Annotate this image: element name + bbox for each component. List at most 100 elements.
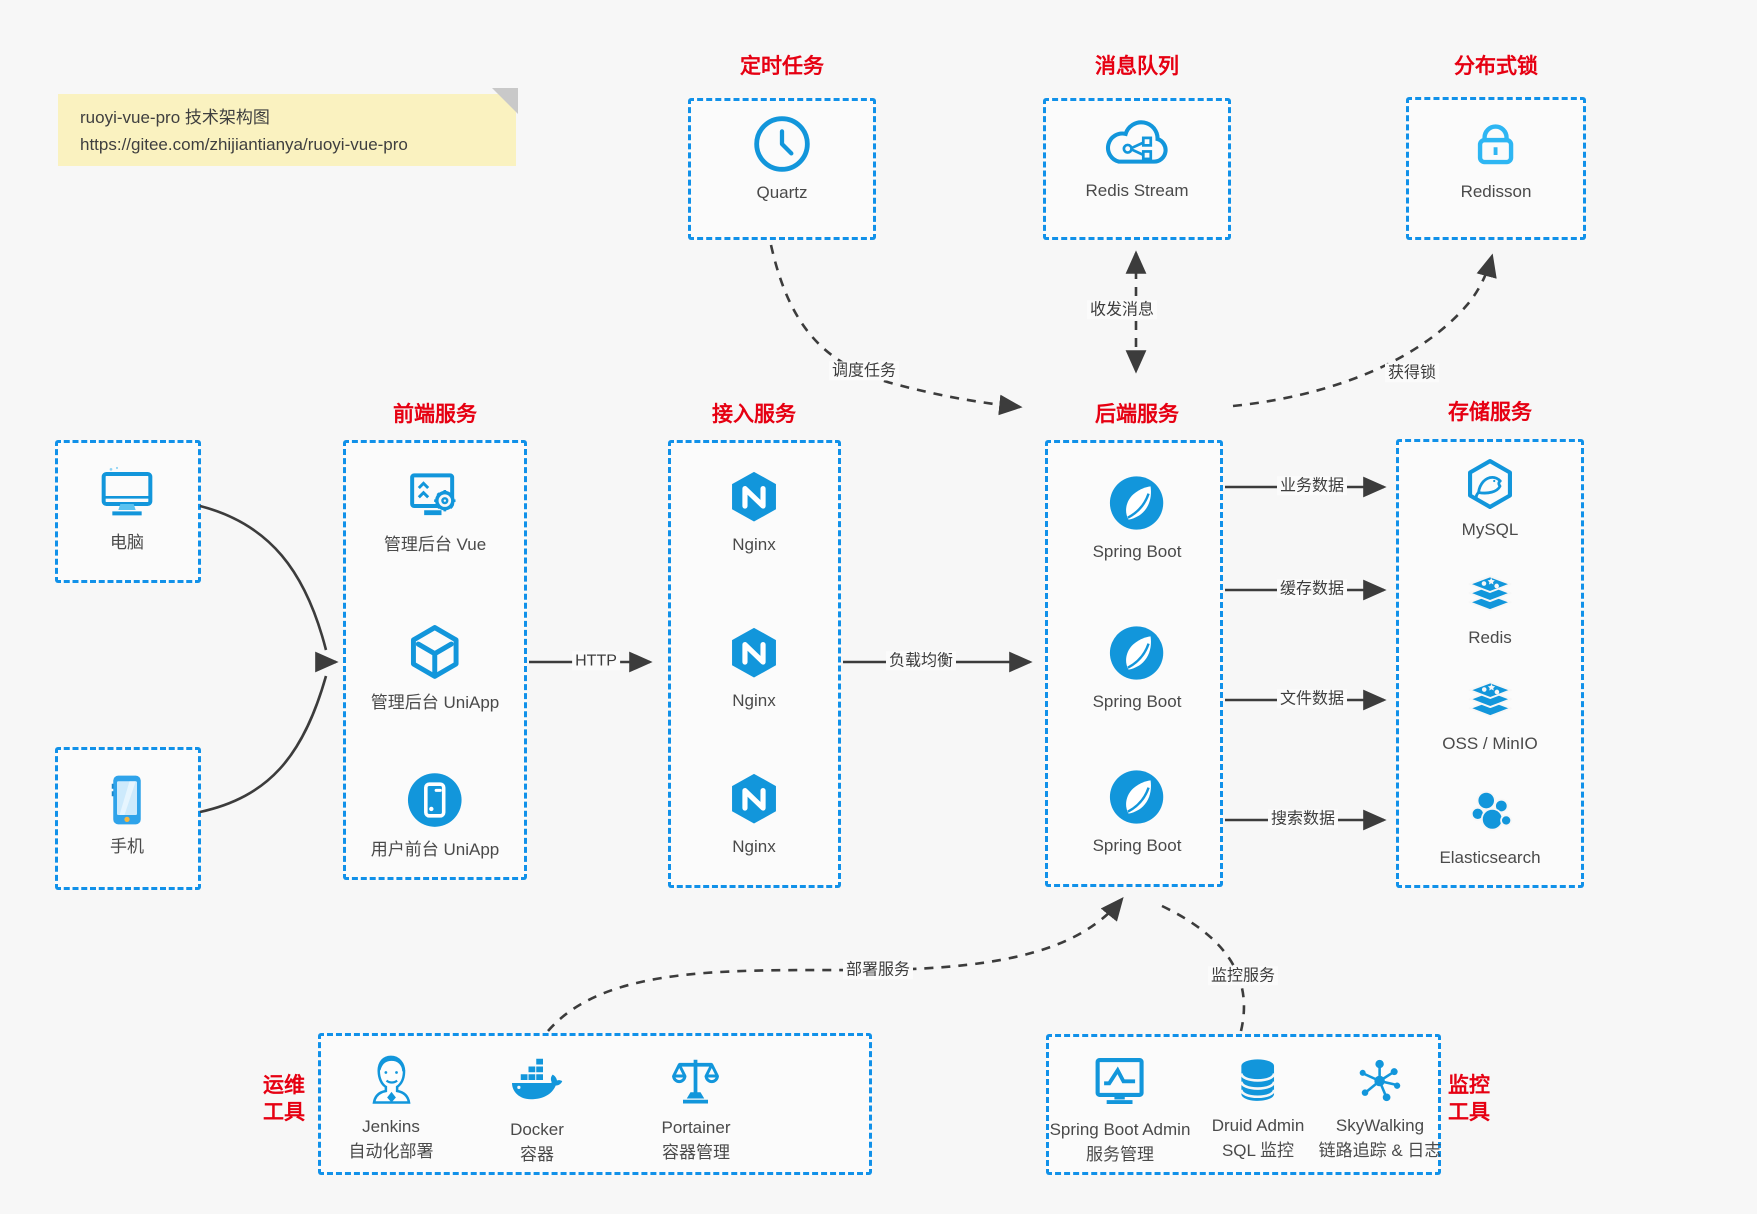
edge-label-send-receive-msg: 收发消息 [1086, 300, 1158, 320]
node-label: 管理后台 Vue [383, 535, 487, 554]
uniapp-user-icon [408, 773, 462, 827]
node-label-line2: 容器 [520, 1144, 554, 1164]
spring-boot-icon [1110, 476, 1164, 530]
edge-acquire-lock-arrow [1232, 253, 1497, 408]
node-nginx-3: Nginx [723, 768, 785, 860]
monitoring-title-line1: 监控 [1448, 1074, 1490, 1097]
spring-boot-admin-icon [1095, 1057, 1145, 1104]
node-oss-minio: OSS / MinIO [1442, 669, 1538, 757]
node-label: 电脑 [110, 533, 144, 552]
node-nginx-2: Nginx [723, 622, 785, 714]
elasticsearch-icon [1470, 790, 1512, 831]
edge-schedule-task-arrow [769, 244, 1023, 416]
desktop-icon [101, 466, 153, 516]
nginx-icon [732, 471, 776, 522]
node-redisson: Redisson [1460, 113, 1532, 205]
node-label: OSS / MinIO [1442, 734, 1538, 753]
node-druid-admin: Druid Admin SQL 监控 [1212, 1053, 1304, 1163]
edge-deploy-service-arrow [547, 896, 1124, 1032]
sticky-note: ruoyi-vue-pro 技术架构图 https://gitee.com/zh… [58, 94, 516, 166]
nginx-icon [732, 627, 776, 678]
node-label-line2: SQL 监控 [1221, 1140, 1295, 1160]
title-frontend: 前端服务 [393, 403, 477, 426]
edge-pc-to-frontend [199, 504, 328, 651]
edge-mobile-to-frontend [199, 675, 328, 814]
node-redis-stream: Redis Stream [1086, 114, 1188, 204]
edge-label-business-data: 业务数据 [1276, 476, 1348, 496]
node-spring-boot-3: Spring Boot [1092, 765, 1182, 859]
node-label-line2: 自动化部署 [348, 1141, 434, 1161]
node-spring-boot-1: Spring Boot [1092, 471, 1182, 565]
node-label-line1: Docker [510, 1120, 564, 1139]
title-gateway: 接入服务 [712, 403, 796, 426]
node-user-uniapp: 用户前台 UniApp [371, 767, 499, 863]
node-label: Redisson [1460, 182, 1532, 201]
redis-icon [1468, 575, 1512, 612]
clock-icon [754, 116, 810, 172]
node-label: Nginx [732, 691, 776, 710]
node-spring-boot-admin: Spring Boot Admin 服务管理 [1049, 1051, 1191, 1167]
monitoring-title-line2: 工具 [1448, 1101, 1490, 1125]
node-admin-vue: 管理后台 Vue [384, 464, 486, 558]
node-label: 管理后台 UniApp [370, 693, 500, 712]
node-label-line2: 服务管理 [1086, 1144, 1154, 1164]
mysql-icon [1468, 458, 1512, 510]
node-label-line1: Portainer [661, 1118, 731, 1137]
edge-label-deploy-service: 部署服务 [842, 960, 914, 980]
node-redis: Redis [1461, 563, 1519, 651]
lock-icon [1478, 124, 1514, 165]
uniapp-cube-icon [411, 625, 459, 679]
node-label: Spring Boot [1092, 836, 1182, 855]
note-url: https://gitee.com/zhijiantianya/ruoyi-vu… [80, 135, 408, 155]
node-label-line1: Jenkins [362, 1117, 420, 1136]
node-elasticsearch: Elasticsearch [1439, 783, 1541, 871]
oss-icon [1468, 681, 1512, 718]
node-label-line1: SkyWalking [1335, 1116, 1425, 1135]
skywalking-icon [1360, 1059, 1401, 1102]
edge-label-search-data: 搜索数据 [1267, 809, 1339, 829]
node-admin-uniapp: 管理后台 UniApp [371, 620, 499, 716]
node-label: MySQL [1461, 520, 1519, 539]
nginx-icon [732, 773, 776, 824]
druid-icon [1240, 1059, 1276, 1101]
cloud-mq-icon [1106, 120, 1169, 164]
edge-label-acquire-lock: 获得锁 [1384, 363, 1440, 383]
node-label: Nginx [732, 837, 776, 856]
node-spring-boot-2: Spring Boot [1092, 621, 1182, 715]
edge-label-schedule-task: 调度任务 [828, 361, 900, 381]
title-monitoring-tools: 监控 工具 [1448, 1072, 1490, 1127]
node-docker: Docker 容器 [507, 1053, 567, 1167]
node-label-line1: Spring Boot Admin [1049, 1120, 1191, 1139]
node-label: Nginx [732, 535, 776, 554]
edge-label-monitor-service: 监控服务 [1207, 966, 1279, 986]
spring-boot-icon [1110, 626, 1164, 680]
ops-title-line1: 运维 [263, 1074, 305, 1097]
title-ops-tools: 运维 工具 [263, 1072, 305, 1127]
node-nginx-1: Nginx [723, 466, 785, 558]
edge-monitor-service-line [1161, 904, 1246, 1032]
node-label: Spring Boot [1092, 692, 1182, 711]
title-backend: 后端服务 [1095, 403, 1179, 426]
node-label-line2: 容器管理 [661, 1142, 730, 1162]
title-scheduler: 定时任务 [740, 55, 824, 78]
spring-boot-icon [1110, 770, 1164, 824]
node-label: Redis [1468, 628, 1512, 647]
smartphone-icon [111, 775, 141, 825]
node-pc: 电脑 [95, 462, 159, 556]
node-jenkins: Jenkins 自动化部署 [349, 1050, 434, 1164]
node-label: 手机 [110, 837, 144, 856]
note-fold-corner [492, 88, 518, 114]
node-portainer: Portainer 容器管理 [661, 1051, 731, 1165]
title-lock: 分布式锁 [1454, 55, 1538, 78]
node-skywalking: SkyWalking 链路追踪 & 日志 [1319, 1053, 1441, 1163]
portainer-icon [672, 1059, 720, 1104]
note-title: ruoyi-vue-pro 技术架构图 [80, 108, 270, 127]
jenkins-icon [372, 1055, 410, 1104]
node-label: 用户前台 UniApp [370, 840, 500, 859]
docker-icon [512, 1058, 563, 1100]
ops-tools-box [318, 1033, 872, 1175]
node-label: Spring Boot [1092, 542, 1182, 561]
monitoring-tools-box [1046, 1034, 1441, 1175]
title-storage: 存储服务 [1448, 401, 1532, 424]
